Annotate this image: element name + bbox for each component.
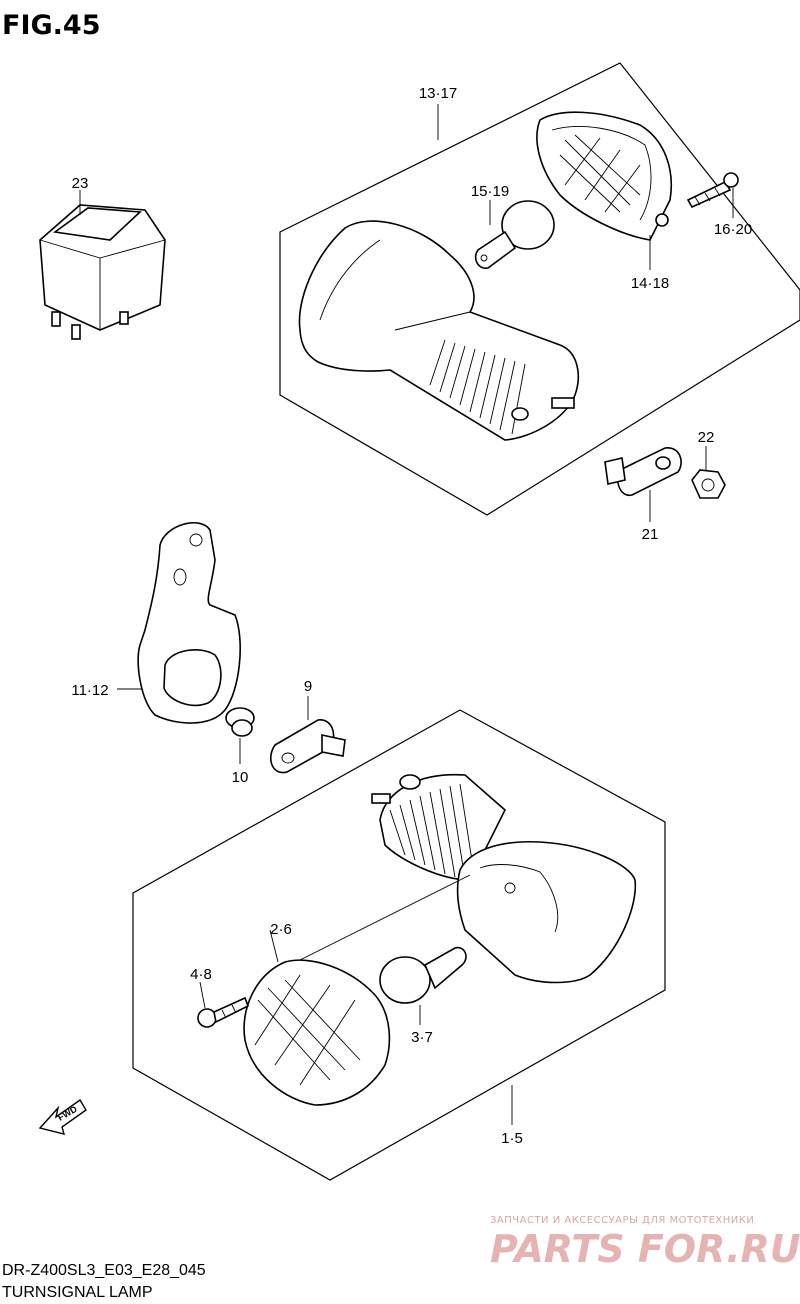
callout-2-6: 2·6	[270, 921, 292, 938]
upper-turnsignal-assembly	[279, 62, 800, 516]
upper-stem-hole	[511, 407, 529, 421]
callout-15-19: 15·19	[471, 183, 509, 200]
lower-group-frame	[132, 709, 666, 1181]
figure-caption: TURNSIGNAL LAMP	[2, 1284, 153, 1301]
upper-group-frame	[279, 62, 800, 516]
lower-housing-inner	[479, 864, 559, 933]
lower-turnsignal-assembly	[132, 709, 666, 1181]
lower-socket	[504, 882, 516, 894]
upper-lens-rim	[551, 126, 652, 221]
lower-lens-grid	[254, 974, 361, 1086]
upper-bulb	[474, 200, 555, 269]
grommet	[225, 707, 255, 737]
callout-23: 23	[72, 175, 89, 192]
lower-housing	[456, 840, 637, 984]
callout-1-5: 1·5	[501, 1130, 523, 1147]
callout-16-20: 16·20	[714, 221, 752, 238]
flange-nut	[691, 469, 726, 499]
leader-2-6	[269, 929, 279, 963]
lower-ribbed-stem	[379, 773, 506, 881]
mounting-plate	[604, 447, 682, 496]
upper-housing	[298, 220, 579, 441]
model-code: DR-Z400SL3_E03_E28_045	[2, 1262, 206, 1279]
upper-ribbed-stem	[429, 339, 526, 435]
callout-21: 21	[642, 526, 659, 543]
watermark-line2: PARTS FOR.RU	[490, 1227, 800, 1271]
lower-bulb	[379, 946, 467, 1004]
callout-4-8: 4·8	[190, 966, 212, 983]
callout-13-17: 13·17	[419, 85, 457, 102]
lower-stem-ribs	[389, 783, 476, 881]
upper-housing-edge	[319, 239, 381, 321]
lower-assembly-axis	[299, 874, 471, 961]
lower-lens	[243, 959, 391, 1106]
lower-screw	[197, 996, 250, 1028]
upper-housing-edge2	[394, 311, 471, 331]
upper-stud	[551, 397, 575, 409]
upper-lens-screw-boss	[655, 213, 669, 227]
watermark-line1: ЗАПЧАСТИ И АКСЕССУАРЫ ДЛЯ МОТОТЕХНИКИ	[490, 1215, 754, 1226]
leader-4-8	[199, 981, 206, 1009]
upper-lens-grid	[559, 134, 641, 213]
mounting-bracket	[137, 521, 241, 724]
lower-stem-hole	[399, 774, 421, 790]
callout-14-18: 14·18	[631, 275, 669, 292]
callout-3-7: 3·7	[411, 1029, 433, 1046]
lower-stud	[371, 793, 391, 804]
turnsignal-relay	[39, 204, 166, 340]
figure-title: FIG.45	[2, 10, 100, 41]
callout-22: 22	[698, 429, 715, 446]
callout-10: 10	[232, 769, 249, 786]
callout-11-12: 11·12	[71, 682, 108, 699]
upper-screw	[686, 172, 739, 209]
fwd-arrow-icon: FWD	[38, 1098, 87, 1135]
callout-9: 9	[304, 678, 312, 695]
stud-plate	[270, 719, 346, 774]
